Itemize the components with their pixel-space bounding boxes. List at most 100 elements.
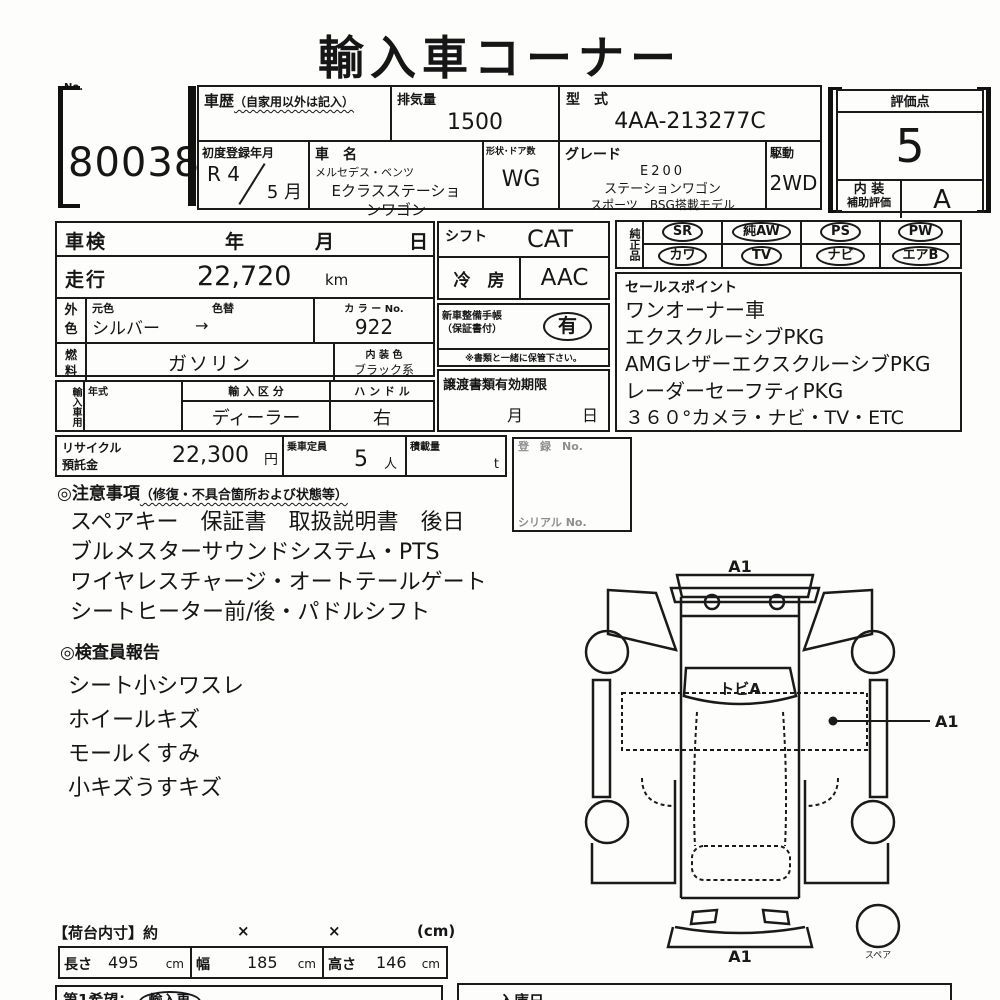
car-name-line1: Eクラスステーショ [331,182,461,200]
genuine-item-aw: 純AW [732,222,791,243]
note-line: シートヒーター前/後・パドルシフト [70,600,431,625]
body-doors-value: WG [501,167,541,192]
shaken-label: 車検 [65,231,108,253]
right-door-dashed [782,711,788,847]
model-code-label: 型 式 [566,92,608,108]
handle-cell: ハ ン ド ル 右 [331,382,433,430]
drive-label: 駆動 [770,146,795,160]
cargo-width-cell: 幅 185 cm [192,948,324,977]
front-bumper-band [669,586,821,604]
shaken-year: 年 [225,231,245,253]
transfer-day: 日 [581,406,598,425]
inspector-line: 小キズうすキズ [68,776,223,801]
shift-label: シフト [445,229,487,245]
shift-row: シフト CAT [439,223,608,258]
right-rocker [868,678,889,799]
history-cell: 車歴（自家用以外は記入） [197,85,392,142]
cargo-x1: × [237,922,250,940]
genuine-side-label: 純正品 [617,222,644,267]
lot-number: 80038 [68,140,201,186]
serial-no-label: シリアル No. [518,516,587,529]
capacity-unit: 人 [383,457,397,472]
shift-ac-box: シフト CAT 冷 房 AAC [437,221,610,300]
ext-color-row: 外 色 元色 色替 シルバー → カ ラ ー No. 922 [57,299,433,344]
body-doors-label: 形状･ドア数 [486,147,536,157]
fuel-value: ガソリン [87,344,335,381]
score-value: 5 [838,113,982,181]
transfer-month: 月 [507,406,524,425]
mileage-label: 走行 [65,269,108,291]
left-arch-dashed [641,777,676,807]
capacity-cell: 乗車定員 5 人 [284,437,407,475]
recycle-label-line1: リサイクル [62,441,122,455]
int-color-cell: 内 装 色 ブラック系 [335,344,433,381]
grade-label: グレード [565,147,621,163]
model-code-cell: 型 式 4AA-213277C [558,85,822,142]
diagram-label-bottom: A1 [728,947,752,966]
ext-color-main-cell: 元色 色替 シルバー → [87,299,315,342]
grade-cell: グレード E200 ステーションワゴン スポーツ BSG搭載モデル [558,140,767,212]
cargo-width-value: 185 [247,953,278,972]
bottom-right-box: 入庫日 [457,983,952,1000]
grade-line1: E200 [639,164,686,179]
score-bar-right-tick-top [977,87,991,90]
note-line: ワイヤレスチャージ・オートテールゲート [70,570,487,595]
left-rocker [591,678,612,799]
right-front-fender [802,588,874,652]
color-no-value: 922 [354,315,394,339]
left-taillight [689,908,719,926]
maintenance-value-circled: 有 [542,311,592,342]
front-bumper [675,573,815,599]
handle-value: 右 [373,408,391,429]
diagram-label-top: A1 [728,557,752,576]
orig-color-label: 元色 [92,302,114,315]
rear-bumper-edge [674,925,806,935]
cargo-height-cell: 高さ 146 cm [324,948,446,977]
shaken-day: 日 [409,231,429,253]
note-line: スペアキー 保証書 取扱説明書 後日 [70,510,465,535]
page-title: 輸入車コーナー [318,31,682,85]
cargo-length-unit: cm [165,957,184,971]
right-front-wheel [850,629,896,675]
score-bar-right-tick-bot [977,210,991,213]
sales-point-line: レーダーセーフティPKG [625,379,844,403]
sales-points-box: セールスポイント ワンオーナー車 エクスクルーシブPKG AMGレザーエクスクル… [615,272,962,432]
import-info-box: 輸入車用 年式 輸 入 区 分 ディーラー ハ ン ド ル 右 [55,380,435,432]
right-mirror [768,593,786,611]
import-class-cell: 輸 入 区 分 ディーラー [183,382,331,430]
color-change-label: 色替 [212,302,234,315]
displacement-value: 1500 [447,110,503,135]
interior-score-value: A [933,184,951,215]
cargo-length-label: 長さ [64,957,92,973]
transfer-docs-box: 譲渡書類有効期限 月 日 [437,369,610,432]
inspector-heading: ◎検査員報告 [60,643,160,663]
cargo-x2: × [328,922,341,940]
capacity-value: 5 [354,447,368,472]
body-doors-cell: 形状･ドア数 WG [482,140,560,210]
ac-label: 冷 房 [439,258,521,298]
car-damage-diagram: A1 トビA A1 A1 スペア [584,557,959,966]
cargo-length-cell: 長さ 495 cm [60,948,192,977]
lot-bracket-left [58,86,63,208]
score-bar-right [986,87,991,213]
car-name-line2: ンワゴン [365,201,426,219]
vehicle-info-table: 車検 年 月 日 走行 22,720 km 外 色 元色 色替 シルバー → カ… [55,221,435,381]
keep-note-strip: ※書類と一緒に保管下さい。 [437,348,610,367]
genuine-item-navi: ナビ [816,245,865,266]
windshield [682,666,798,706]
cargo-height-value: 146 [376,953,407,972]
right-rear-quarter [803,780,890,885]
car-maker: メルセデス・ベンツ [315,166,414,179]
inspector-line: モールくすみ [68,742,201,767]
sales-point-line: ワンオーナー車 [625,298,765,322]
ext-color-value: シルバー [92,319,160,339]
cargo-heading: 【荷台内寸】約 × × (cm) [53,922,455,942]
notes-heading-note: （修復・不具合箇所および状態等） [139,488,348,503]
fuel-char2: 料 [64,364,77,379]
score-box: 評価点 5 内 装 補助評価 A [836,89,984,218]
load-cell: 積載量 t [407,437,505,475]
score-bar-left [828,87,833,213]
first-choice-value-circled: 輸入車 [138,991,201,1000]
score-bar-left-tick-bot [828,210,842,213]
genuine-parts-box: 純正品 SR 純AW PS PW カワ TV ナビ エアB [615,220,962,269]
